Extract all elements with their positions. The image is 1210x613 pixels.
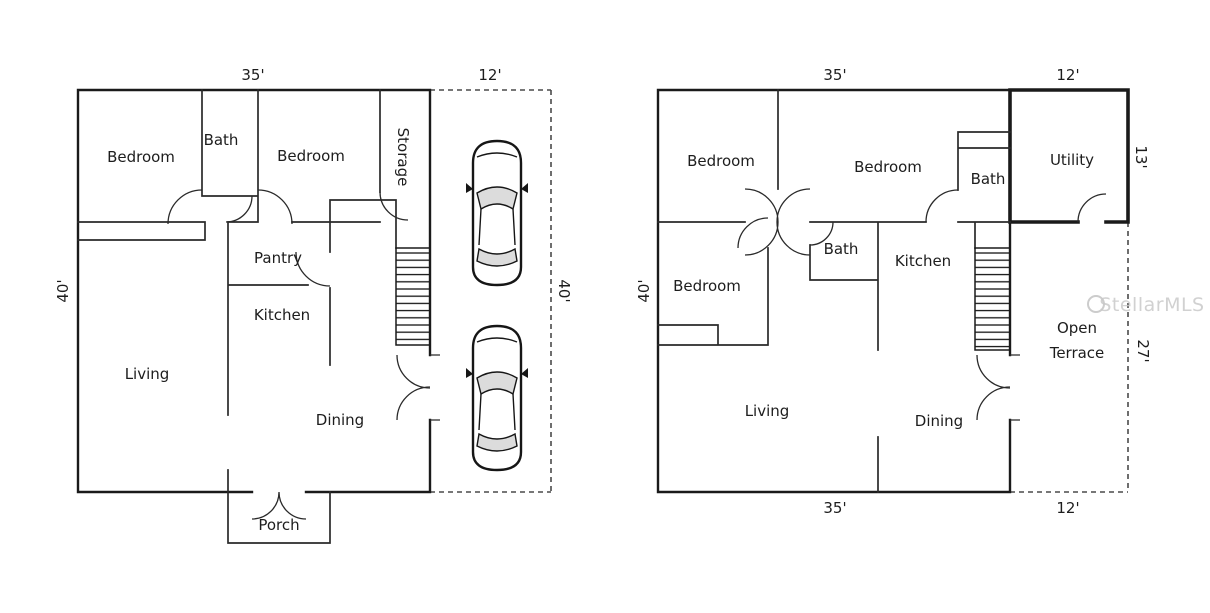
floor2-terrace-dashed-outline: [1010, 222, 1129, 493]
floor1-garage-dashed-outline: [430, 89, 552, 493]
floor2-dim-bottom-terrace: 12': [1056, 499, 1079, 517]
floor2-dim-right-terrace: 27': [1134, 339, 1152, 362]
floor1-plan: 35' 12' 40' 40' Bedroom Bath Bedroom Sto…: [54, 66, 573, 544]
floor1-dim-left-side: 40': [54, 279, 72, 302]
floor1-dim-top-garage: 12': [478, 66, 501, 84]
floor2-dim-top-utility: 12': [1056, 66, 1079, 84]
floor1-room-label-dining: Dining: [316, 411, 364, 429]
floor1-room-label-porch: Porch: [258, 516, 299, 534]
floor1-room-label-storage: Storage: [394, 128, 412, 187]
floor1-interior-walls: [77, 89, 397, 544]
watermark-text: StellarMLS: [1099, 294, 1204, 316]
floor1-dim-top-main: 35': [241, 66, 264, 84]
floor2-dim-bottom-main: 35': [823, 499, 846, 517]
floor2-room-label-kitchen: Kitchen: [895, 252, 951, 270]
floor2-door-swings: [737, 188, 1107, 421]
floor2-dim-top-main: 35': [823, 66, 846, 84]
floor1-room-label-bedroom-left: Bedroom: [107, 148, 175, 166]
floor1-stairs-icon: [395, 247, 431, 346]
floor1-door-swings: [167, 189, 440, 520]
floor2-interior-walls: [657, 89, 1011, 493]
floor2-plan: 35' 12' 40' 13' 27' 35' 12' Bedroom Bedr…: [635, 66, 1152, 517]
floor1-room-label-kitchen: Kitchen: [254, 306, 310, 324]
floor2-room-label-dining: Dining: [915, 412, 963, 430]
watermark-logo-icon: [1087, 295, 1105, 313]
car-icon: [464, 139, 530, 287]
floor2-exterior-walls: [656, 88, 1012, 494]
floor2-room-label-bath-middle: Bath: [824, 240, 859, 258]
floor2-room-label-utility: Utility: [1050, 151, 1094, 169]
floor2-stairs-icon: [974, 247, 1011, 351]
floor2-room-label-terrace-line1: Open: [1057, 319, 1097, 337]
floor2-room-label-bedroom-middle-left: Bedroom: [673, 277, 741, 295]
floor1-exterior-walls: [76, 88, 432, 494]
floor2-room-label-terrace-line2: Terrace: [1049, 344, 1105, 362]
floor2-room-label-bedroom-top-left: Bedroom: [687, 152, 755, 170]
floor2-dim-left-side: 40': [635, 279, 653, 302]
floor2-room-label-living: Living: [745, 402, 790, 420]
floor1-dim-right-side: 40': [555, 279, 573, 302]
floor2-utility-walls: [1008, 88, 1130, 224]
floor2-room-label-bedroom-top-middle: Bedroom: [854, 158, 922, 176]
floor1-garage-cars: [464, 139, 530, 472]
floor1-room-label-bath: Bath: [204, 131, 239, 149]
car-icon: [464, 324, 530, 472]
floor1-room-label-bedroom-right: Bedroom: [277, 147, 345, 165]
floor2-room-label-bath-top: Bath: [971, 170, 1006, 188]
floor2-dim-right-utility: 13': [1132, 145, 1150, 168]
floor1-room-label-living: Living: [125, 365, 170, 383]
watermark: StellarMLS: [1087, 294, 1204, 316]
floor1-room-label-pantry: Pantry: [254, 249, 302, 267]
